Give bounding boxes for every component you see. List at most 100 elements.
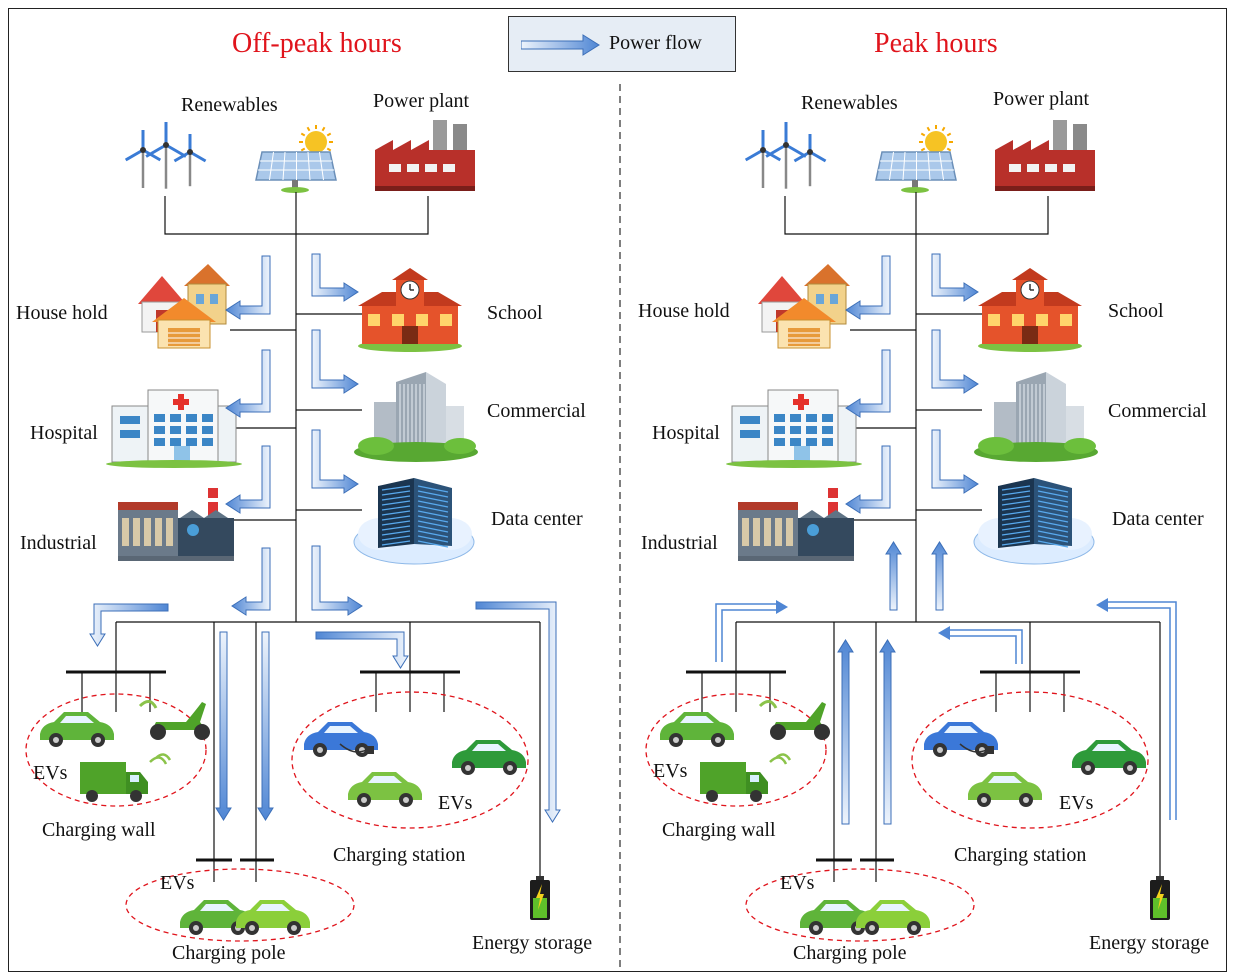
charging-station-group xyxy=(911,691,1149,829)
peak-hospital-label: Hospital xyxy=(652,422,720,444)
offpeak-evs-wall-label: EVs xyxy=(33,762,68,784)
flow-arrow-pole-2 xyxy=(257,631,274,821)
battery-storage-icon xyxy=(1150,876,1170,920)
school-icon xyxy=(358,268,462,352)
electric-car-icon xyxy=(660,712,734,747)
offpeak-charging-wall-label: Charging wall xyxy=(42,819,156,841)
data-center-icon xyxy=(353,478,475,565)
charging-pole-group xyxy=(745,868,975,942)
flow-arrow-commercial xyxy=(311,329,359,394)
peak-charging-station-label: Charging station xyxy=(954,844,1087,866)
flow-arrow-charging-station xyxy=(938,626,1023,664)
peak-school-label: School xyxy=(1108,300,1164,322)
offpeak-power-plant-label: Power plant xyxy=(373,90,470,112)
flow-arrow-energy-storage xyxy=(1096,598,1177,820)
offpeak-evs-station-label: EVs xyxy=(438,792,473,814)
industrial-icon xyxy=(738,488,854,561)
peak-renewables-label: Renewables xyxy=(801,92,898,114)
flow-arrow-pole-2 xyxy=(879,639,896,825)
electric-truck-icon xyxy=(700,753,792,802)
power-plant-icon xyxy=(375,120,475,191)
offpeak-household-label: House hold xyxy=(16,302,108,324)
flow-arrow-commercial xyxy=(931,329,979,394)
peak-commercial-label: Commercial xyxy=(1108,400,1207,422)
solar-panel-icon xyxy=(875,125,957,193)
peak-evs-station-label: EVs xyxy=(1059,792,1094,814)
flow-arrow-ev-left xyxy=(231,547,271,616)
offpeak-industrial-label: Industrial xyxy=(20,532,97,554)
flow-arrow-pole-1 xyxy=(215,631,232,821)
offpeak-renewables-label: Renewables xyxy=(181,94,278,116)
wind-turbine-icon xyxy=(173,134,207,187)
school-icon xyxy=(978,268,1082,352)
electric-scooter-icon xyxy=(758,700,830,740)
industrial-icon xyxy=(118,488,234,561)
flow-arrow-household xyxy=(225,255,271,320)
offpeak-energy-storage-label: Energy storage xyxy=(472,932,593,954)
electric-truck-icon xyxy=(80,753,172,802)
solar-panel-icon xyxy=(255,125,337,193)
electric-car-icon xyxy=(856,900,930,935)
legend: Power flow xyxy=(508,16,736,72)
flow-arrow-industrial xyxy=(225,445,271,514)
figure-frame xyxy=(8,8,1227,972)
battery-storage-icon xyxy=(530,876,550,920)
flow-arrow-hospital xyxy=(225,349,271,418)
power-flow-arrow-icon xyxy=(521,34,600,56)
hospital-icon xyxy=(106,389,242,468)
charging-plug-icon xyxy=(339,743,374,754)
peak-evs-wall-label: EVs xyxy=(653,760,688,782)
offpeak-charging-station-label: Charging station xyxy=(333,844,466,866)
offpeak-charging-pole-label: Charging pole xyxy=(172,942,286,964)
flow-arrow-data-center xyxy=(311,429,359,494)
legend-label: Power flow xyxy=(609,32,702,54)
offpeak-evs-pole-label: EVs xyxy=(160,872,195,894)
charging-station-group xyxy=(291,691,529,829)
data-center-icon xyxy=(973,478,1095,565)
peak-data-center-label: Data center xyxy=(1112,508,1204,530)
peak-household-label: House hold xyxy=(638,300,730,322)
peak-evs-pole-label: EVs xyxy=(780,872,815,894)
flow-arrow-industrial xyxy=(845,445,891,514)
electric-car-icon xyxy=(236,900,310,935)
peak-power-plant-label: Power plant xyxy=(993,88,1090,110)
flow-arrow-ev-up-right xyxy=(931,541,948,611)
peak-charging-pole-label: Charging pole xyxy=(793,942,907,964)
electric-scooter-icon xyxy=(138,700,210,740)
offpeak-data-center-label: Data center xyxy=(491,508,583,530)
electric-car-icon xyxy=(40,712,114,747)
peak-title: Peak hours xyxy=(874,28,998,59)
commercial-building-icon xyxy=(974,372,1098,462)
peak-industrial-label: Industrial xyxy=(641,532,718,554)
charging-wall-group xyxy=(25,693,207,807)
hospital-icon xyxy=(726,389,862,468)
power-plant-icon xyxy=(995,120,1095,191)
peak-charging-wall-label: Charging wall xyxy=(662,819,776,841)
electric-car-icon xyxy=(180,900,254,935)
electric-car-icon xyxy=(968,772,1042,807)
flow-arrow-charging-wall xyxy=(715,600,788,662)
offpeak-title: Off-peak hours xyxy=(232,28,402,59)
charging-pole-group xyxy=(125,868,355,942)
electric-car-icon xyxy=(452,740,526,775)
flow-arrow-school xyxy=(311,253,359,302)
flow-arrow-hospital xyxy=(845,349,891,418)
flow-arrow-school xyxy=(931,253,979,302)
household-icon xyxy=(138,264,230,349)
flow-arrow-data-center xyxy=(931,429,979,494)
flow-arrow-energy-storage xyxy=(475,601,561,823)
wind-turbine-icon xyxy=(744,130,782,188)
electric-car-icon xyxy=(348,772,422,807)
flow-arrow-ev-right xyxy=(311,545,363,616)
charging-wall-group xyxy=(645,693,827,807)
electric-car-icon xyxy=(800,900,874,935)
flow-arrow-charging-wall xyxy=(89,603,169,647)
wind-turbine-icon xyxy=(145,122,187,189)
flow-arrow-ev-up-left xyxy=(885,541,902,611)
charging-plug-icon xyxy=(959,743,994,754)
offpeak-school-label: School xyxy=(487,302,543,324)
electric-car-icon xyxy=(1072,740,1146,775)
electric-car-icon xyxy=(304,722,378,757)
